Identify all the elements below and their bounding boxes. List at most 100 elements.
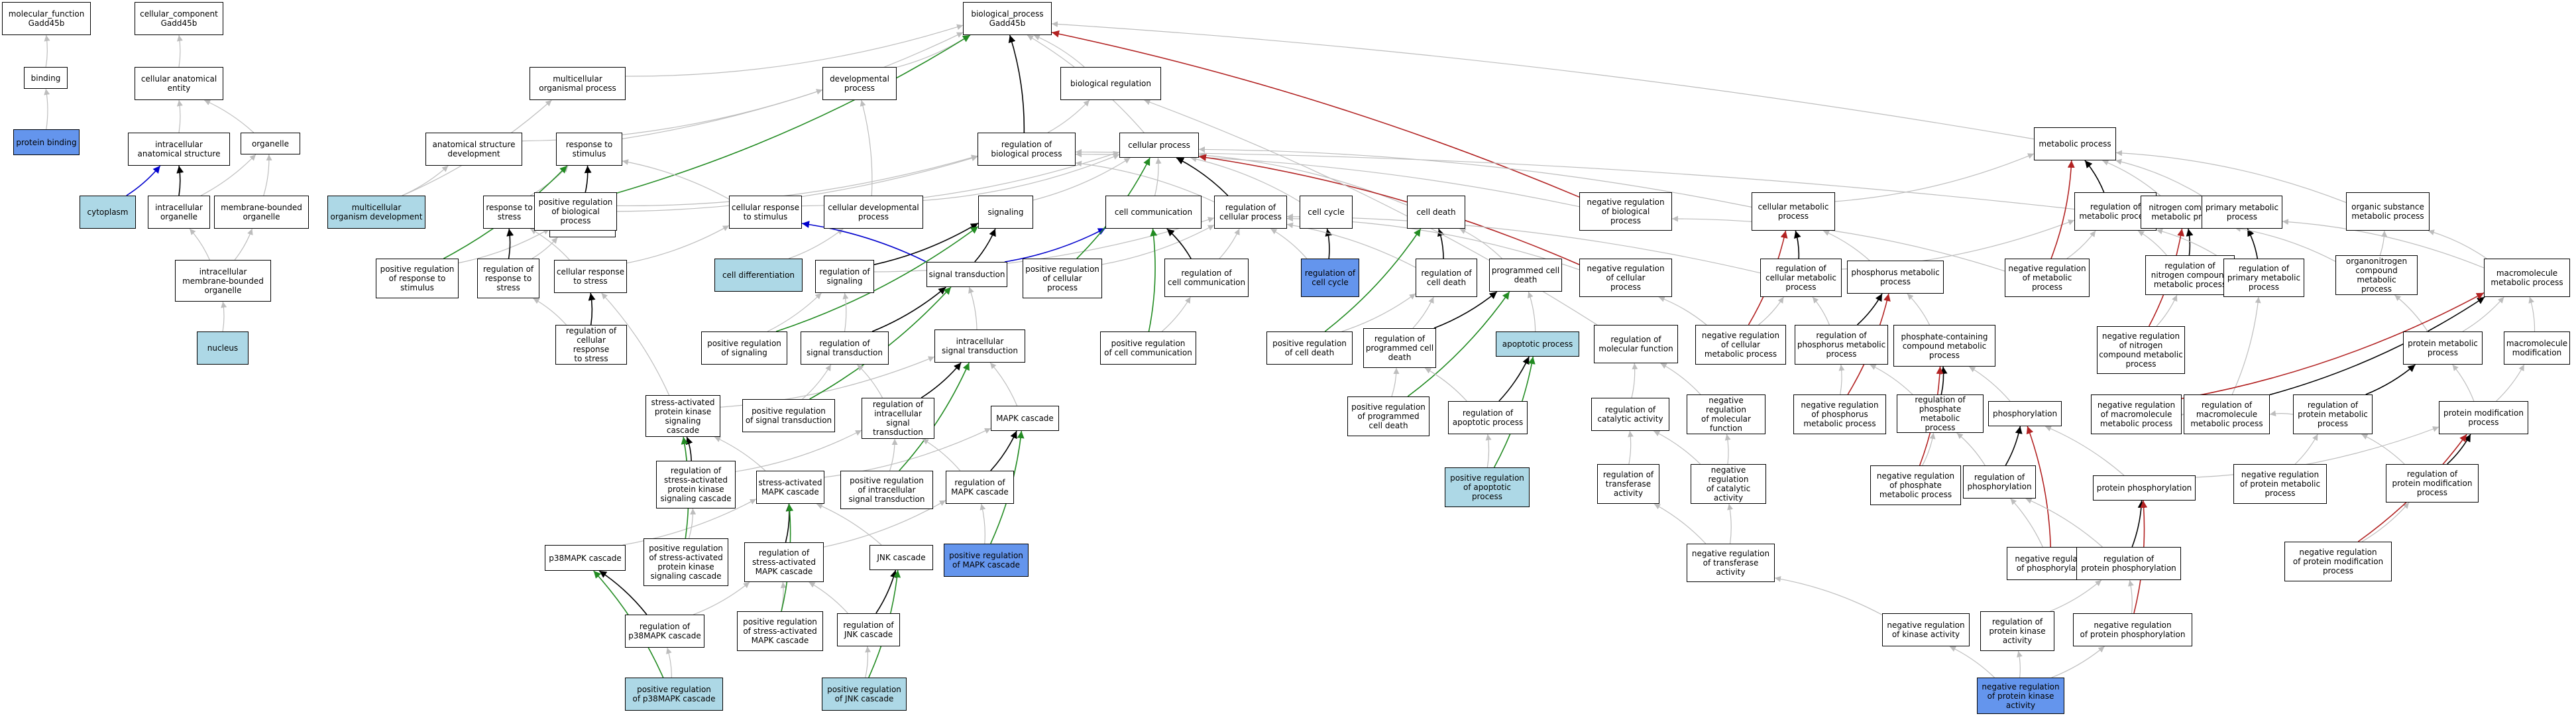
go-term-node-rcp[interactable]: regulation of cellular process	[1214, 196, 1287, 229]
go-term-node-pcmp[interactable]: phosphate-containing compound metabolic …	[1893, 325, 1995, 367]
go-term-node-prjnk[interactable]: positive regulation of JNK cascade	[822, 678, 907, 711]
go-term-node-cdeath[interactable]: cell death	[1407, 196, 1465, 229]
go-term-node-prist[interactable]: positive regulation of intracellular sig…	[840, 471, 933, 509]
go-term-node-oncmp[interactable]: organonitrogen compound metabolic proces…	[2335, 255, 2418, 295]
go-term-node-ias[interactable]: intracellular anatomical structure	[128, 133, 230, 166]
go-term-node-rphos[interactable]: regulation of phosphorylation	[1963, 465, 2036, 499]
go-term-node-rjnk[interactable]: regulation of JNK cascade	[837, 613, 900, 646]
go-term-node-pcd[interactable]: programmed cell death	[1489, 259, 1562, 292]
go-term-node-rsig[interactable]: regulation of signaling	[815, 260, 874, 293]
go-term-node-rts[interactable]: response to stimulus	[556, 133, 622, 166]
go-term-node-rpka[interactable]: regulation of protein kinase activity	[1980, 611, 2054, 651]
go-term-node-rst[interactable]: regulation of signal transduction	[801, 331, 889, 365]
go-term-node-jnk[interactable]: JNK cascade	[869, 545, 933, 570]
go-term-node-rsamapk[interactable]: regulation of stress-activated MAPK casc…	[744, 542, 824, 582]
go-term-node-apop[interactable]: apoptotic process	[1496, 331, 1579, 357]
go-term-node-rcd[interactable]: regulation of cell death	[1416, 259, 1477, 297]
go-term-node-pmodp[interactable]: protein modification process	[2439, 401, 2528, 434]
go-term-node-bp[interactable]: biological_process Gadd45b	[963, 2, 1052, 35]
go-term-node-rcrtstress[interactable]: regulation of cellular response to stres…	[555, 325, 627, 365]
go-term-node-cp[interactable]: cellular process	[1119, 133, 1199, 158]
go-term-node-rmapk[interactable]: regulation of MAPK cascade	[946, 471, 1014, 504]
go-term-node-rmf[interactable]: regulation of molecular function	[1594, 325, 1678, 363]
go-term-node-cc[interactable]: cellular_component Gadd45b	[135, 2, 223, 35]
go-term-node-crtstress[interactable]: cellular response to stress	[554, 260, 627, 293]
go-term-node-phmp[interactable]: phosphorus metabolic process	[1847, 261, 1944, 294]
go-term-node-binding[interactable]: binding	[24, 67, 68, 89]
go-term-node-rpcd[interactable]: regulation of programmed cell death	[1363, 328, 1436, 368]
go-term-node-rcc[interactable]: regulation of cell communication	[1164, 259, 1249, 297]
go-term-node-mbo[interactable]: membrane-bounded organelle	[214, 196, 309, 229]
go-term-node-ist[interactable]: intracellular signal transduction	[934, 329, 1025, 363]
go-term-node-nrphmp[interactable]: negative regulation of phosphorus metabo…	[1793, 394, 1886, 434]
go-term-node-nrca[interactable]: negative regulation of catalytic activit…	[1691, 464, 1766, 504]
go-term-node-cmp[interactable]: cellular metabolic process	[1752, 192, 1835, 231]
go-term-node-rncmp[interactable]: regulation of nitrogen compound metaboli…	[2145, 255, 2235, 295]
go-term-node-mop[interactable]: multicellular organismal process	[530, 67, 626, 100]
go-term-node-nrpka[interactable]: negative regulation of protein kinase ac…	[1977, 678, 2064, 714]
go-term-node-cytoplasm[interactable]: cytoplasm	[80, 196, 136, 229]
go-term-node-nrcp[interactable]: negative regulation of cellular process	[1579, 259, 1672, 297]
go-term-node-rphmp[interactable]: regulation of phosphorus metabolic proce…	[1795, 325, 1888, 365]
go-term-node-prmapk[interactable]: positive regulation of MAPK cascade	[944, 544, 1029, 577]
go-term-node-crts[interactable]: cellular response to stimulus	[729, 196, 802, 229]
go-term-node-breg[interactable]: biological regulation	[1060, 67, 1161, 100]
go-term-node-nrmp[interactable]: negative regulation of metabolic process	[2005, 259, 2090, 297]
go-term-node-nucleus[interactable]: nucleus	[197, 331, 249, 365]
go-term-node-rta[interactable]: regulation of transferase activity	[1597, 464, 1659, 504]
go-term-node-nrpphos[interactable]: negative regulation of protein phosphory…	[2073, 613, 2192, 646]
go-term-node-rmmp[interactable]: regulation of macromolecule metabolic pr…	[2184, 394, 2270, 434]
go-term-node-st[interactable]: signal transduction	[926, 262, 1007, 287]
go-term-node-rp38[interactable]: regulation of p38MAPK cascade	[625, 615, 704, 648]
go-term-node-rphosmp[interactable]: regulation of phosphate metabolic proces…	[1897, 394, 1984, 433]
go-term-node-prrts[interactable]: positive regulation of response to stimu…	[376, 259, 459, 298]
go-term-node-rsapk[interactable]: regulation of stress-activated protein k…	[656, 461, 736, 508]
go-term-node-nrphosmp[interactable]: negative regulation of phosphate metabol…	[1870, 465, 1961, 505]
go-term-node-cdp[interactable]: cellular developmental process	[824, 196, 923, 229]
go-term-node-pphos[interactable]: protein phosphorylation	[2093, 475, 2196, 501]
go-term-node-rap[interactable]: regulation of apoptotic process	[1448, 401, 1528, 434]
go-term-node-p38[interactable]: p38MAPK cascade	[545, 545, 626, 571]
go-term-node-ccomm[interactable]: cell communication	[1105, 196, 1202, 229]
go-term-node-rcycle[interactable]: regulation of cell cycle	[1301, 259, 1359, 297]
go-term-node-protein_binding[interactable]: protein binding	[13, 129, 80, 155]
go-term-node-prsapk[interactable]: positive regulation of stress-activated …	[644, 538, 728, 586]
go-term-node-mmod[interactable]: macromolecule modification	[2504, 331, 2570, 365]
go-term-node-nrmmp[interactable]: negative regulation of macromolecule met…	[2091, 394, 2182, 434]
go-term-node-nrpmodp[interactable]: negative regulation of protein modificat…	[2284, 542, 2392, 581]
go-term-node-rrtstress[interactable]: regulation of response to stress	[477, 259, 539, 298]
go-term-node-organelle[interactable]: organelle	[241, 133, 300, 154]
go-term-node-protmp[interactable]: protein metabolic process	[2403, 331, 2483, 365]
go-term-node-rcmp[interactable]: regulation of cellular metabolic process	[1760, 259, 1842, 297]
go-term-node-mod[interactable]: multicellular organism development	[327, 196, 425, 229]
go-term-node-rbp[interactable]: regulation of biological process	[978, 133, 1076, 166]
go-term-node-nrcmp[interactable]: negative regulation of cellular metaboli…	[1695, 325, 1786, 365]
go-term-node-phos[interactable]: phosphorylation	[1988, 401, 2062, 426]
go-term-node-samapk[interactable]: stress-activated MAPK cascade	[756, 471, 824, 504]
go-term-node-mmp[interactable]: macromolecule metabolic process	[2484, 259, 2570, 297]
go-term-node-mapk[interactable]: MAPK cascade	[991, 406, 1059, 431]
go-term-node-nrka[interactable]: negative regulation of kinase activity	[1882, 613, 1970, 646]
go-term-node-nrbp[interactable]: negative regulation of biological proces…	[1579, 192, 1672, 231]
go-term-node-rpmodp[interactable]: regulation of protein modification proce…	[2386, 464, 2479, 503]
go-term-node-metab[interactable]: metabolic process	[2034, 127, 2116, 160]
go-term-node-prsamapk[interactable]: positive regulation of stress-activated …	[737, 611, 823, 651]
go-term-node-sapk[interactable]: stress-activated protein kinase signalin…	[645, 395, 720, 437]
go-term-node-rpmp[interactable]: regulation of primary metabolic process	[2223, 259, 2304, 297]
go-term-node-mf[interactable]: molecular_function Gadd45b	[2, 2, 91, 35]
go-term-node-prcd[interactable]: positive regulation of cell death	[1266, 331, 1353, 365]
go-term-node-osmp[interactable]: organic substance metabolic process	[2346, 192, 2430, 231]
go-term-node-nrprotmp[interactable]: negative regulation of protein metabolic…	[2233, 464, 2327, 504]
go-term-node-prbp[interactable]: positive regulation of biological proces…	[534, 192, 617, 231]
go-term-node-cdiff[interactable]: cell differentiation	[714, 259, 803, 292]
go-term-node-prcp[interactable]: positive regulation of cellular process	[1023, 259, 1102, 298]
go-term-node-prst[interactable]: positive regulation of signal transducti…	[742, 399, 835, 432]
go-term-node-prcc[interactable]: positive regulation of cell communicatio…	[1100, 331, 1196, 365]
go-term-node-cae[interactable]: cellular anatomical entity	[135, 67, 223, 100]
go-term-node-rca[interactable]: regulation of catalytic activity	[1591, 398, 1669, 431]
go-term-node-rprotmp[interactable]: regulation of protein metabolic process	[2293, 394, 2373, 434]
go-term-node-signaling[interactable]: signaling	[978, 196, 1033, 229]
go-term-node-asd[interactable]: anatomical structure development	[425, 133, 522, 166]
go-term-node-psig[interactable]: positive regulation of signaling	[701, 331, 787, 365]
go-term-node-imbo[interactable]: intracellular membrane-bounded organelle	[175, 260, 271, 302]
